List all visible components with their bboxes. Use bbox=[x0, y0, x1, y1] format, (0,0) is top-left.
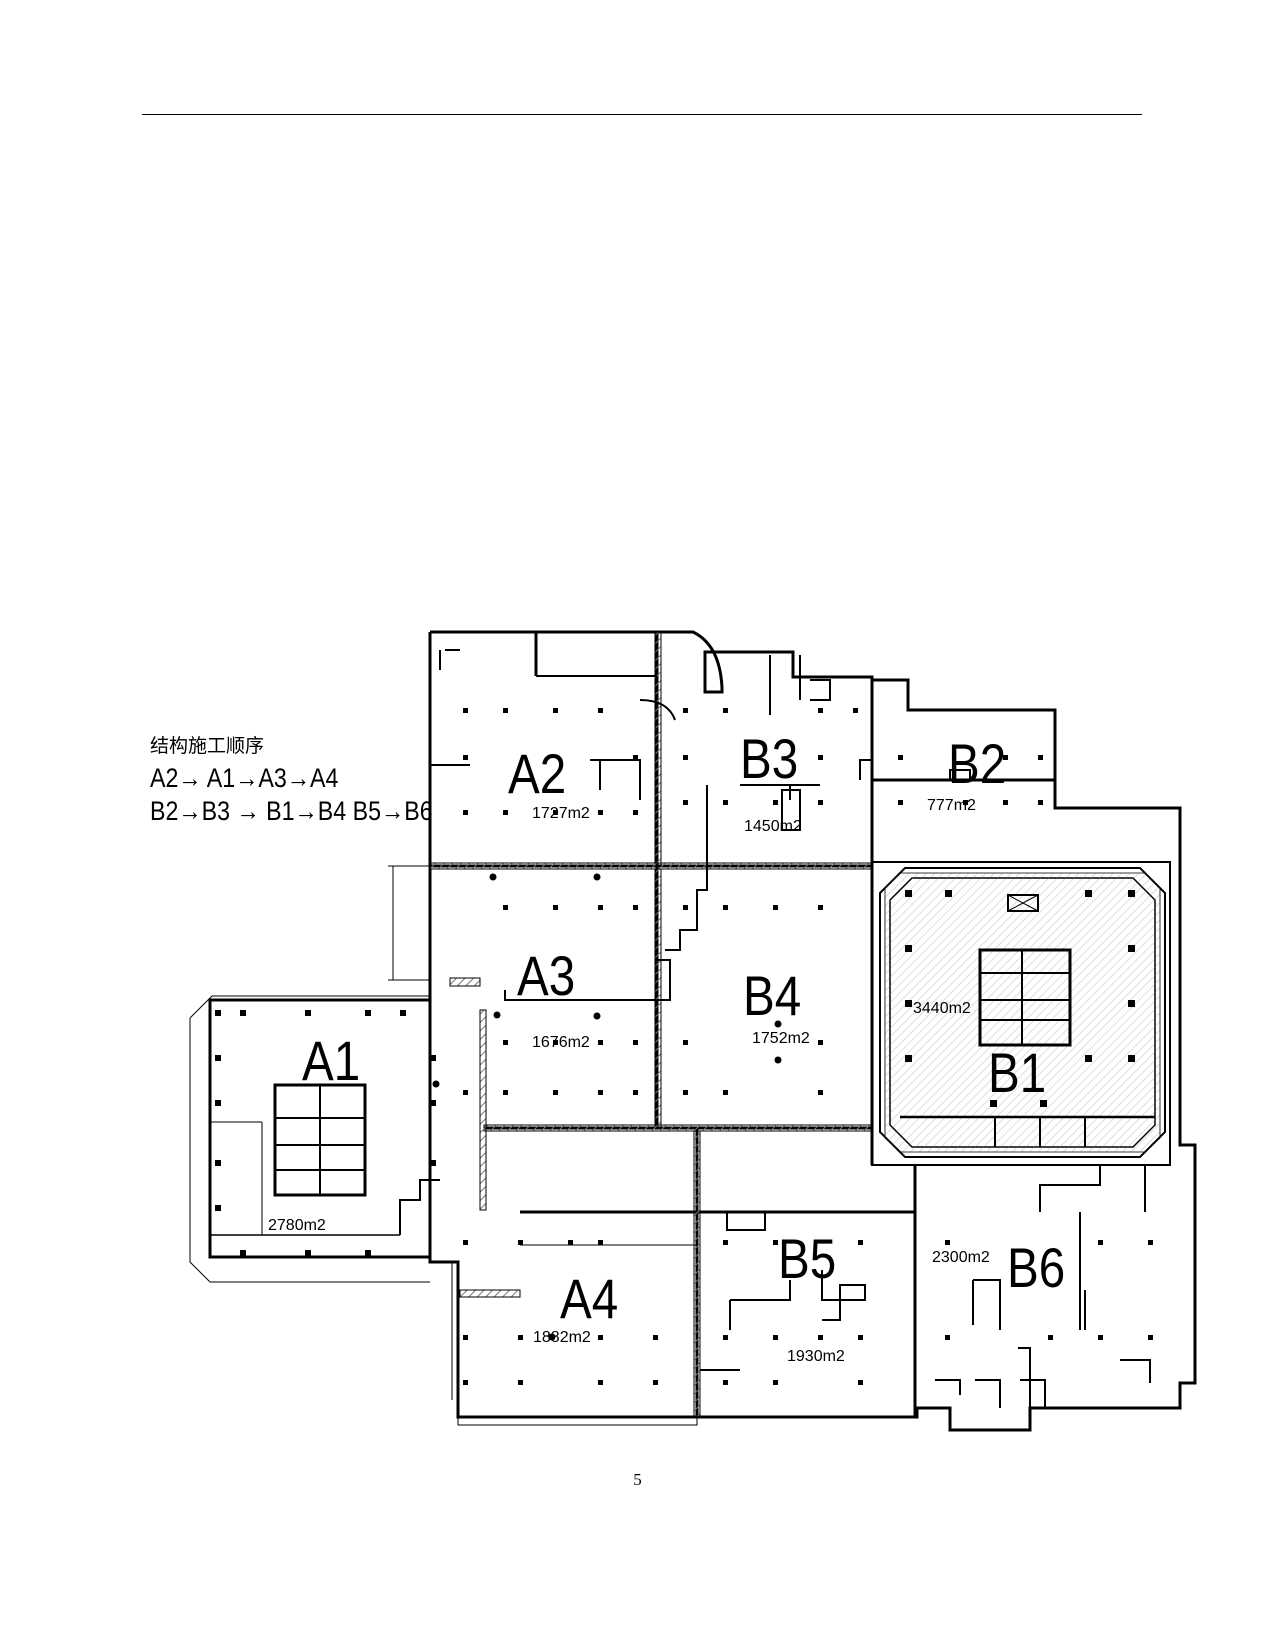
zone-area-b1: 3440m2 bbox=[913, 1000, 971, 1017]
b1-service-core bbox=[978, 894, 1072, 1047]
zone-label-a1: A1 bbox=[302, 1030, 360, 1092]
zone-area-a2: 1727m2 bbox=[532, 805, 590, 822]
zone-label-a3: A3 bbox=[517, 945, 575, 1007]
zone-label-b1: B1 bbox=[988, 1042, 1046, 1104]
zone-area-b3: 1450m2 bbox=[744, 818, 802, 835]
zone-label-b5: B5 bbox=[778, 1228, 836, 1290]
header-rule bbox=[142, 114, 1142, 115]
zone-area-b6: 2300m2 bbox=[932, 1249, 990, 1266]
zone-label-b4: B4 bbox=[743, 965, 801, 1027]
page-number: 5 bbox=[633, 1470, 642, 1489]
zone-area-a4: 1882m2 bbox=[533, 1329, 591, 1346]
zone-divider-hatches bbox=[429, 631, 873, 1418]
a1-service-core bbox=[210, 1083, 440, 1236]
a1-outer-outline bbox=[189, 995, 430, 1283]
construction-sequence-legend: 结构施工顺序 A2→ A1→A3→A4 B2→B3 → B1→B4 B5→B6 bbox=[150, 734, 479, 828]
interior-walls bbox=[430, 649, 1151, 1408]
zone-label-b2: B2 bbox=[948, 733, 1006, 795]
zone-area-a3: 1676m2 bbox=[532, 1034, 590, 1051]
zone-area-b5: 1930m2 bbox=[787, 1348, 845, 1365]
zone-area-b4: 1752m2 bbox=[752, 1030, 810, 1047]
dimension-lines bbox=[388, 865, 698, 1426]
zone-label-b6: B6 bbox=[1007, 1237, 1065, 1299]
zone-label-b3: B3 bbox=[740, 728, 798, 790]
zone-label-a4: A4 bbox=[560, 1268, 618, 1330]
zone-label-a2: A2 bbox=[508, 743, 566, 805]
legend-title: 结构施工顺序 bbox=[150, 735, 265, 757]
zone-area-b2: 777m2 bbox=[927, 797, 976, 814]
zone-labels: A2 1727m2 B3 1450m2 B2 777m2 A3 1676m2 B… bbox=[268, 728, 1065, 1365]
zone-area-a1: 2780m2 bbox=[268, 1217, 326, 1234]
legend-sequence-b: B2→B3 → B1→B4 B5→B6 bbox=[150, 796, 433, 826]
legend-sequence-a: A2→ A1→A3→A4 bbox=[150, 763, 339, 793]
structural-columns bbox=[215, 708, 1153, 1385]
building-outline bbox=[208, 630, 1197, 1432]
